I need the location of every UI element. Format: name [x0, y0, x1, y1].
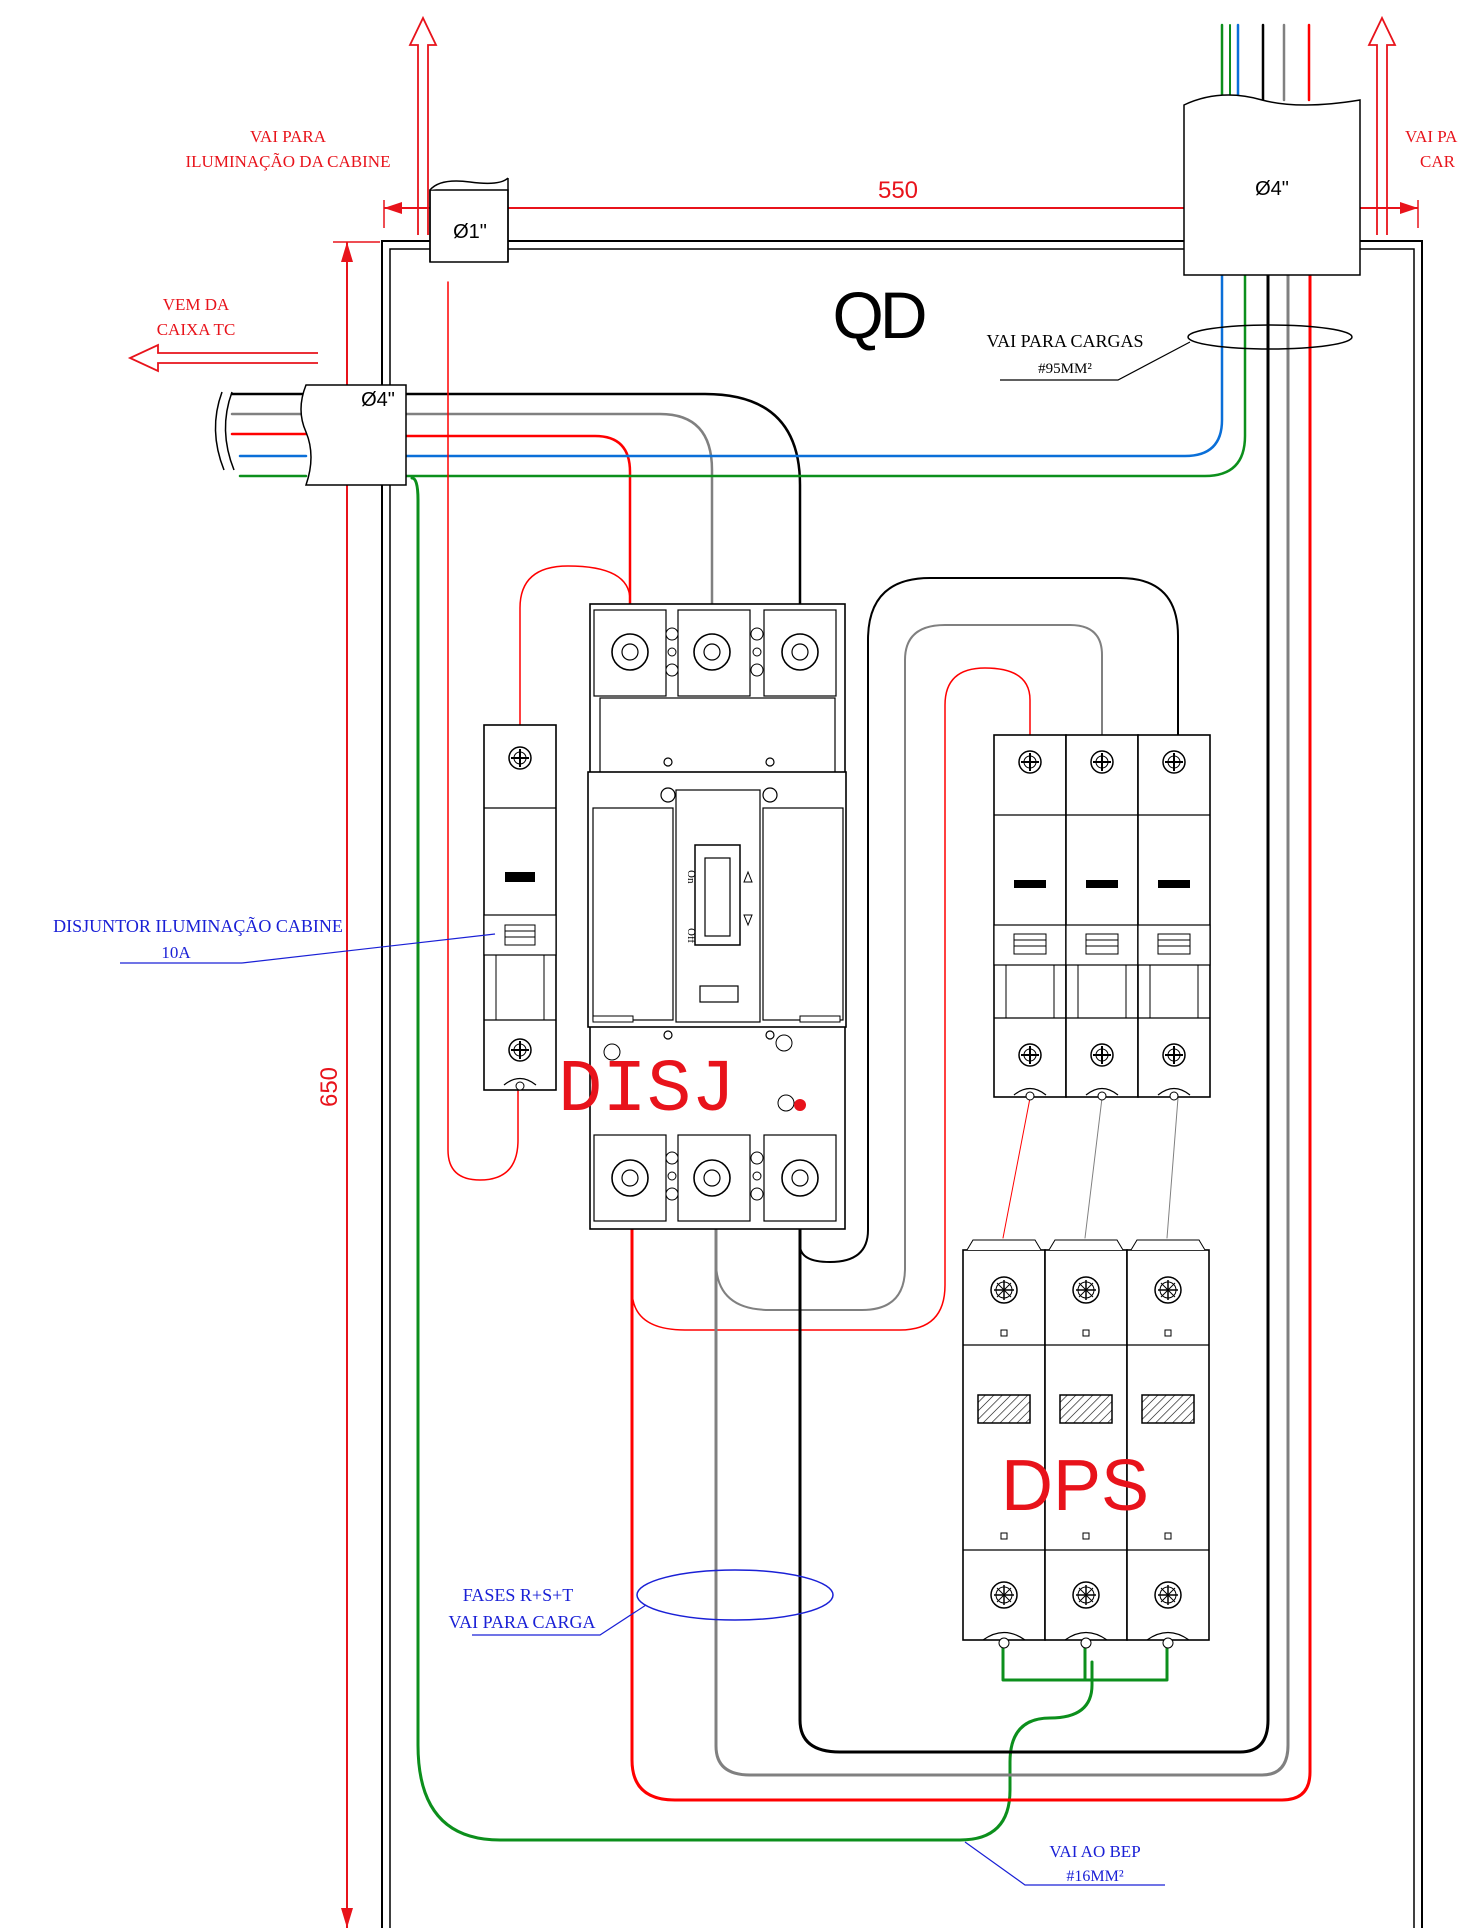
tc-label-line1: VEM DA — [163, 295, 230, 314]
tc-label-line2: CAIXA TC — [157, 320, 236, 339]
panel-title: QD — [833, 278, 925, 352]
cargas-ellipse — [1187, 324, 1353, 350]
conduit-left-top-label: Ø1" — [453, 221, 487, 243]
lighting-breaker-label-line1: DISJUNTOR ILUMINAÇÃO CABINE — [53, 915, 343, 936]
surge-protectors — [962, 1239, 1210, 1649]
surge-protectors-label: DPS — [1001, 1446, 1149, 1526]
fases-label-line2: VAI PARA CARGA — [448, 1612, 595, 1632]
cabine-label-line2: ILUMINAÇÃO DA CABINE — [186, 152, 391, 171]
conduit-right-top — [1183, 94, 1361, 276]
height-dimension-label: 650 — [316, 1067, 343, 1107]
main-breaker-on-label: On — [685, 870, 697, 884]
arrow-up-right-icon — [1367, 15, 1397, 235]
conduit-right-top-label: Ø4" — [1255, 178, 1289, 200]
wires — [230, 23, 1312, 1842]
fases-label-line1: FASES R+S+T — [463, 1585, 574, 1605]
conduit-left-entry — [214, 384, 407, 486]
right-label-line1: VAI PA — [1405, 127, 1458, 146]
main-breaker-label: DISJ — [558, 1049, 736, 1133]
lighting-breaker — [483, 724, 557, 1091]
conduit-left-entry-label: Ø4" — [361, 389, 395, 411]
arrow-left-tc-icon — [127, 343, 318, 373]
fases-ellipse — [636, 1569, 834, 1621]
arrow-up-cabine-icon — [408, 15, 438, 235]
cargas-label-line1: VAI PARA CARGAS — [986, 331, 1143, 351]
panel-enclosure — [381, 240, 1423, 1928]
height-dimension — [333, 241, 380, 1928]
right-label-line2: CAR — [1420, 152, 1456, 171]
conduit-left-top — [429, 177, 509, 263]
small-breakers — [993, 734, 1211, 1101]
cabine-label-line1: VAI PARA — [250, 127, 327, 146]
lighting-breaker-label-line2: 10A — [161, 943, 191, 962]
main-breaker-dot — [794, 1099, 806, 1111]
main-breaker-off-label: Off — [685, 928, 697, 943]
bep-label-line2: #16MM² — [1066, 1868, 1123, 1885]
main-breaker — [587, 603, 847, 1230]
cargas-label-line2: #95MM² — [1038, 361, 1092, 377]
width-dimension-label: 550 — [878, 177, 918, 204]
bep-label-line1: VAI AO BEP — [1049, 1842, 1140, 1861]
